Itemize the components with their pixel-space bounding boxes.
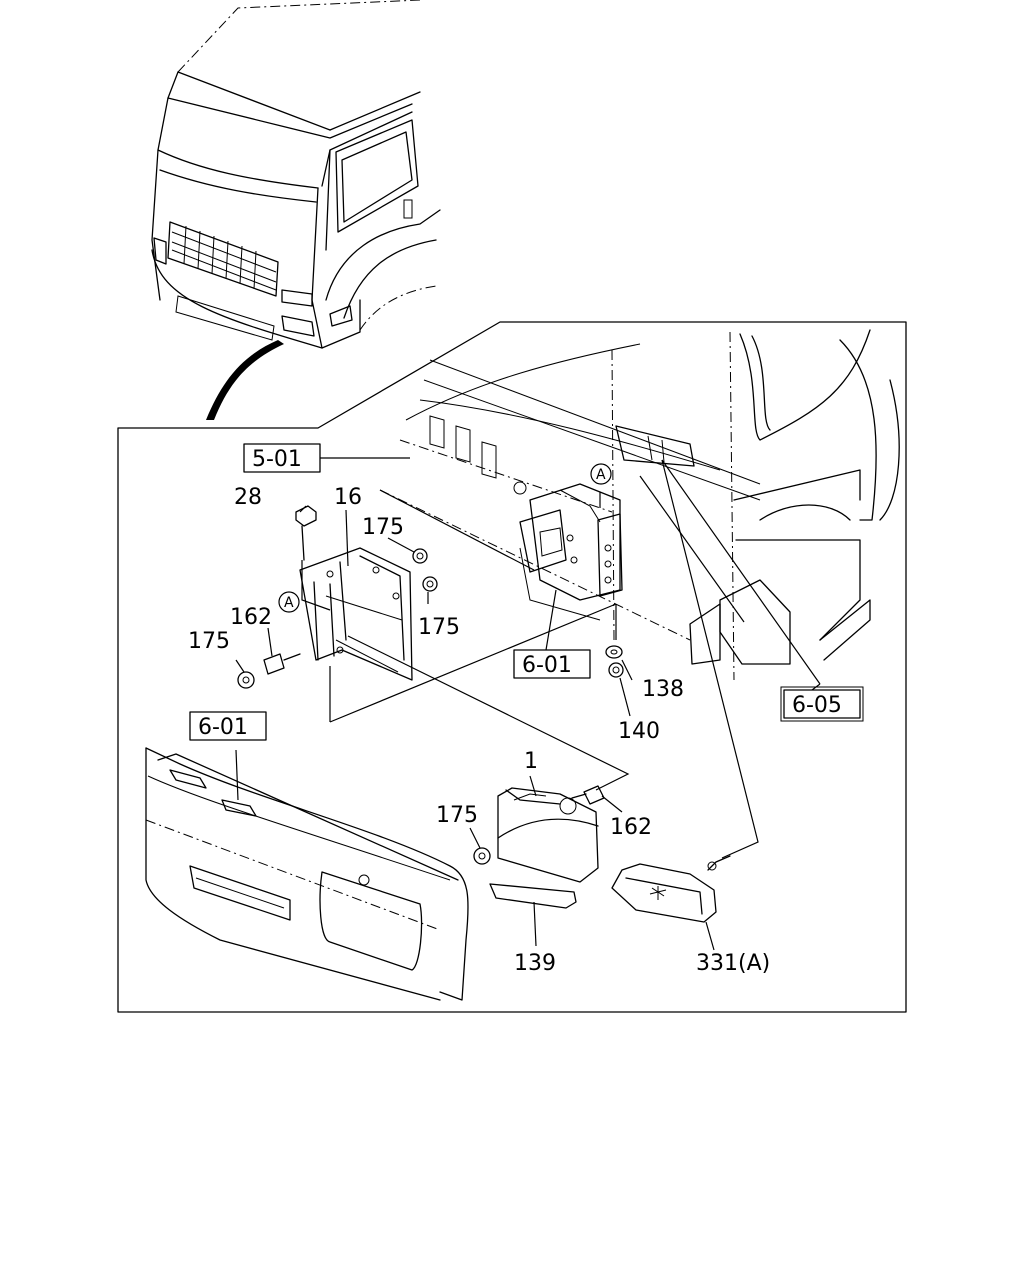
stud-162-right [583,785,605,805]
nut-140 [608,662,624,678]
part-label-175-mid: 175 [418,615,460,640]
ref-box-label: 5-01 [252,447,302,472]
nut-175-top [412,548,428,564]
part-label-1: 1 [524,749,538,774]
fasteners [237,505,624,865]
lamp-1 [497,787,599,883]
part-label-175-left: 175 [188,629,230,654]
ref-box-label: 6-01 [198,715,248,740]
bracket-16 [299,547,413,681]
washer-138 [605,645,623,659]
ref-marker-a-upper: A [590,463,612,485]
front-bumper [145,747,469,1001]
cab-front-structure [379,329,900,681]
side-lamp-331a [611,855,731,923]
stud-162-left [263,653,285,675]
ref-box-6-05: 6-05 [780,686,864,722]
ref-marker-label: A [596,467,606,483]
part-label-175-top: 175 [362,515,404,540]
ref-marker-label: A [284,595,294,611]
ref-marker-a-left: A [278,591,300,613]
nut-175-mid [422,576,438,592]
part-label-16: 16 [334,485,362,510]
part-label-138: 138 [642,677,684,702]
part-label-162-right: 162 [610,815,652,840]
ref-box-label: 6-05 [792,693,842,718]
part-label-140: 140 [618,719,660,744]
ref-box-5-01: 5-01 [243,443,321,473]
bolt-28 [295,505,317,527]
nut-175-left [237,671,255,689]
trim-139 [489,883,577,909]
nut-175-lamp [473,847,491,865]
part-label-331a: 331(A) [696,951,770,976]
detail-frame [117,321,907,1013]
part-label-139: 139 [514,951,556,976]
part-label-175-lamp: 175 [436,803,478,828]
part-label-162-left: 162 [230,605,272,630]
leader-lines [235,457,821,951]
part-label-28: 28 [234,485,262,510]
ref-box-label: 6-01 [522,653,572,678]
ref-box-6-01-center: 6-01 [513,649,591,679]
ref-box-6-01-left: 6-01 [189,711,267,741]
truck-cab-overview [151,0,441,420]
